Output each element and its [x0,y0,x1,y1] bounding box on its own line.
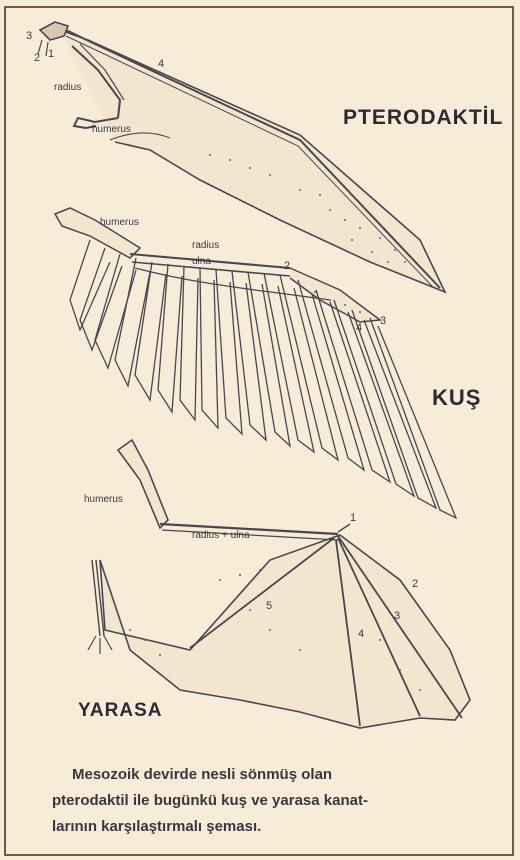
bird-ulna [132,262,290,276]
bird-humerus [55,208,140,258]
bird-feathers [70,240,456,518]
figure-caption: Mesozoik devirde nesli sönmüş olan ptero… [52,762,502,840]
pterodactyl-wing [38,22,445,292]
caption-line-1: Mesozoik devirde nesli sönmüş olan [52,762,502,788]
bird-digit-3: 3 [380,315,386,327]
bird-digit-4: 4 [356,322,362,334]
bird-humerus-label: humerus [100,217,139,228]
bat-humerus-label: humerus [84,494,123,505]
pterodactyl-membrane [60,30,445,292]
ptero-digit-3: 3 [26,30,32,42]
caption-line-3: larının karşılaştırmalı şeması. [52,814,502,840]
bird-ulna-label: ulna [192,256,211,267]
ptero-humerus-label: humerus [92,124,131,135]
bat-digit-1: 1 [350,512,356,524]
ptero-radius-label: radius [54,82,81,93]
bird-title: KUŞ [432,385,481,411]
bat-radius-ulna-label: radius + ulna [192,530,250,541]
ptero-digit-1: 1 [48,48,54,60]
bat-digit-4: 4 [358,628,364,640]
bat-title: YARASA [78,700,163,722]
bat-digit-5: 5 [266,600,272,612]
bird-radius-label: radius [192,240,219,251]
bat-humerus [118,440,168,528]
bat-digit-2: 2 [412,578,418,590]
ptero-digit-4: 4 [158,58,164,70]
bird-digit-2: 2 [284,260,290,272]
pterodactyl-title: PTERODAKTİL [343,106,503,130]
bat-digit-3: 3 [394,610,400,622]
ptero-digit-2: 2 [34,52,40,64]
caption-line-2: pterodaktil ile bugünkü kuş ve yarasa ka… [52,788,502,814]
